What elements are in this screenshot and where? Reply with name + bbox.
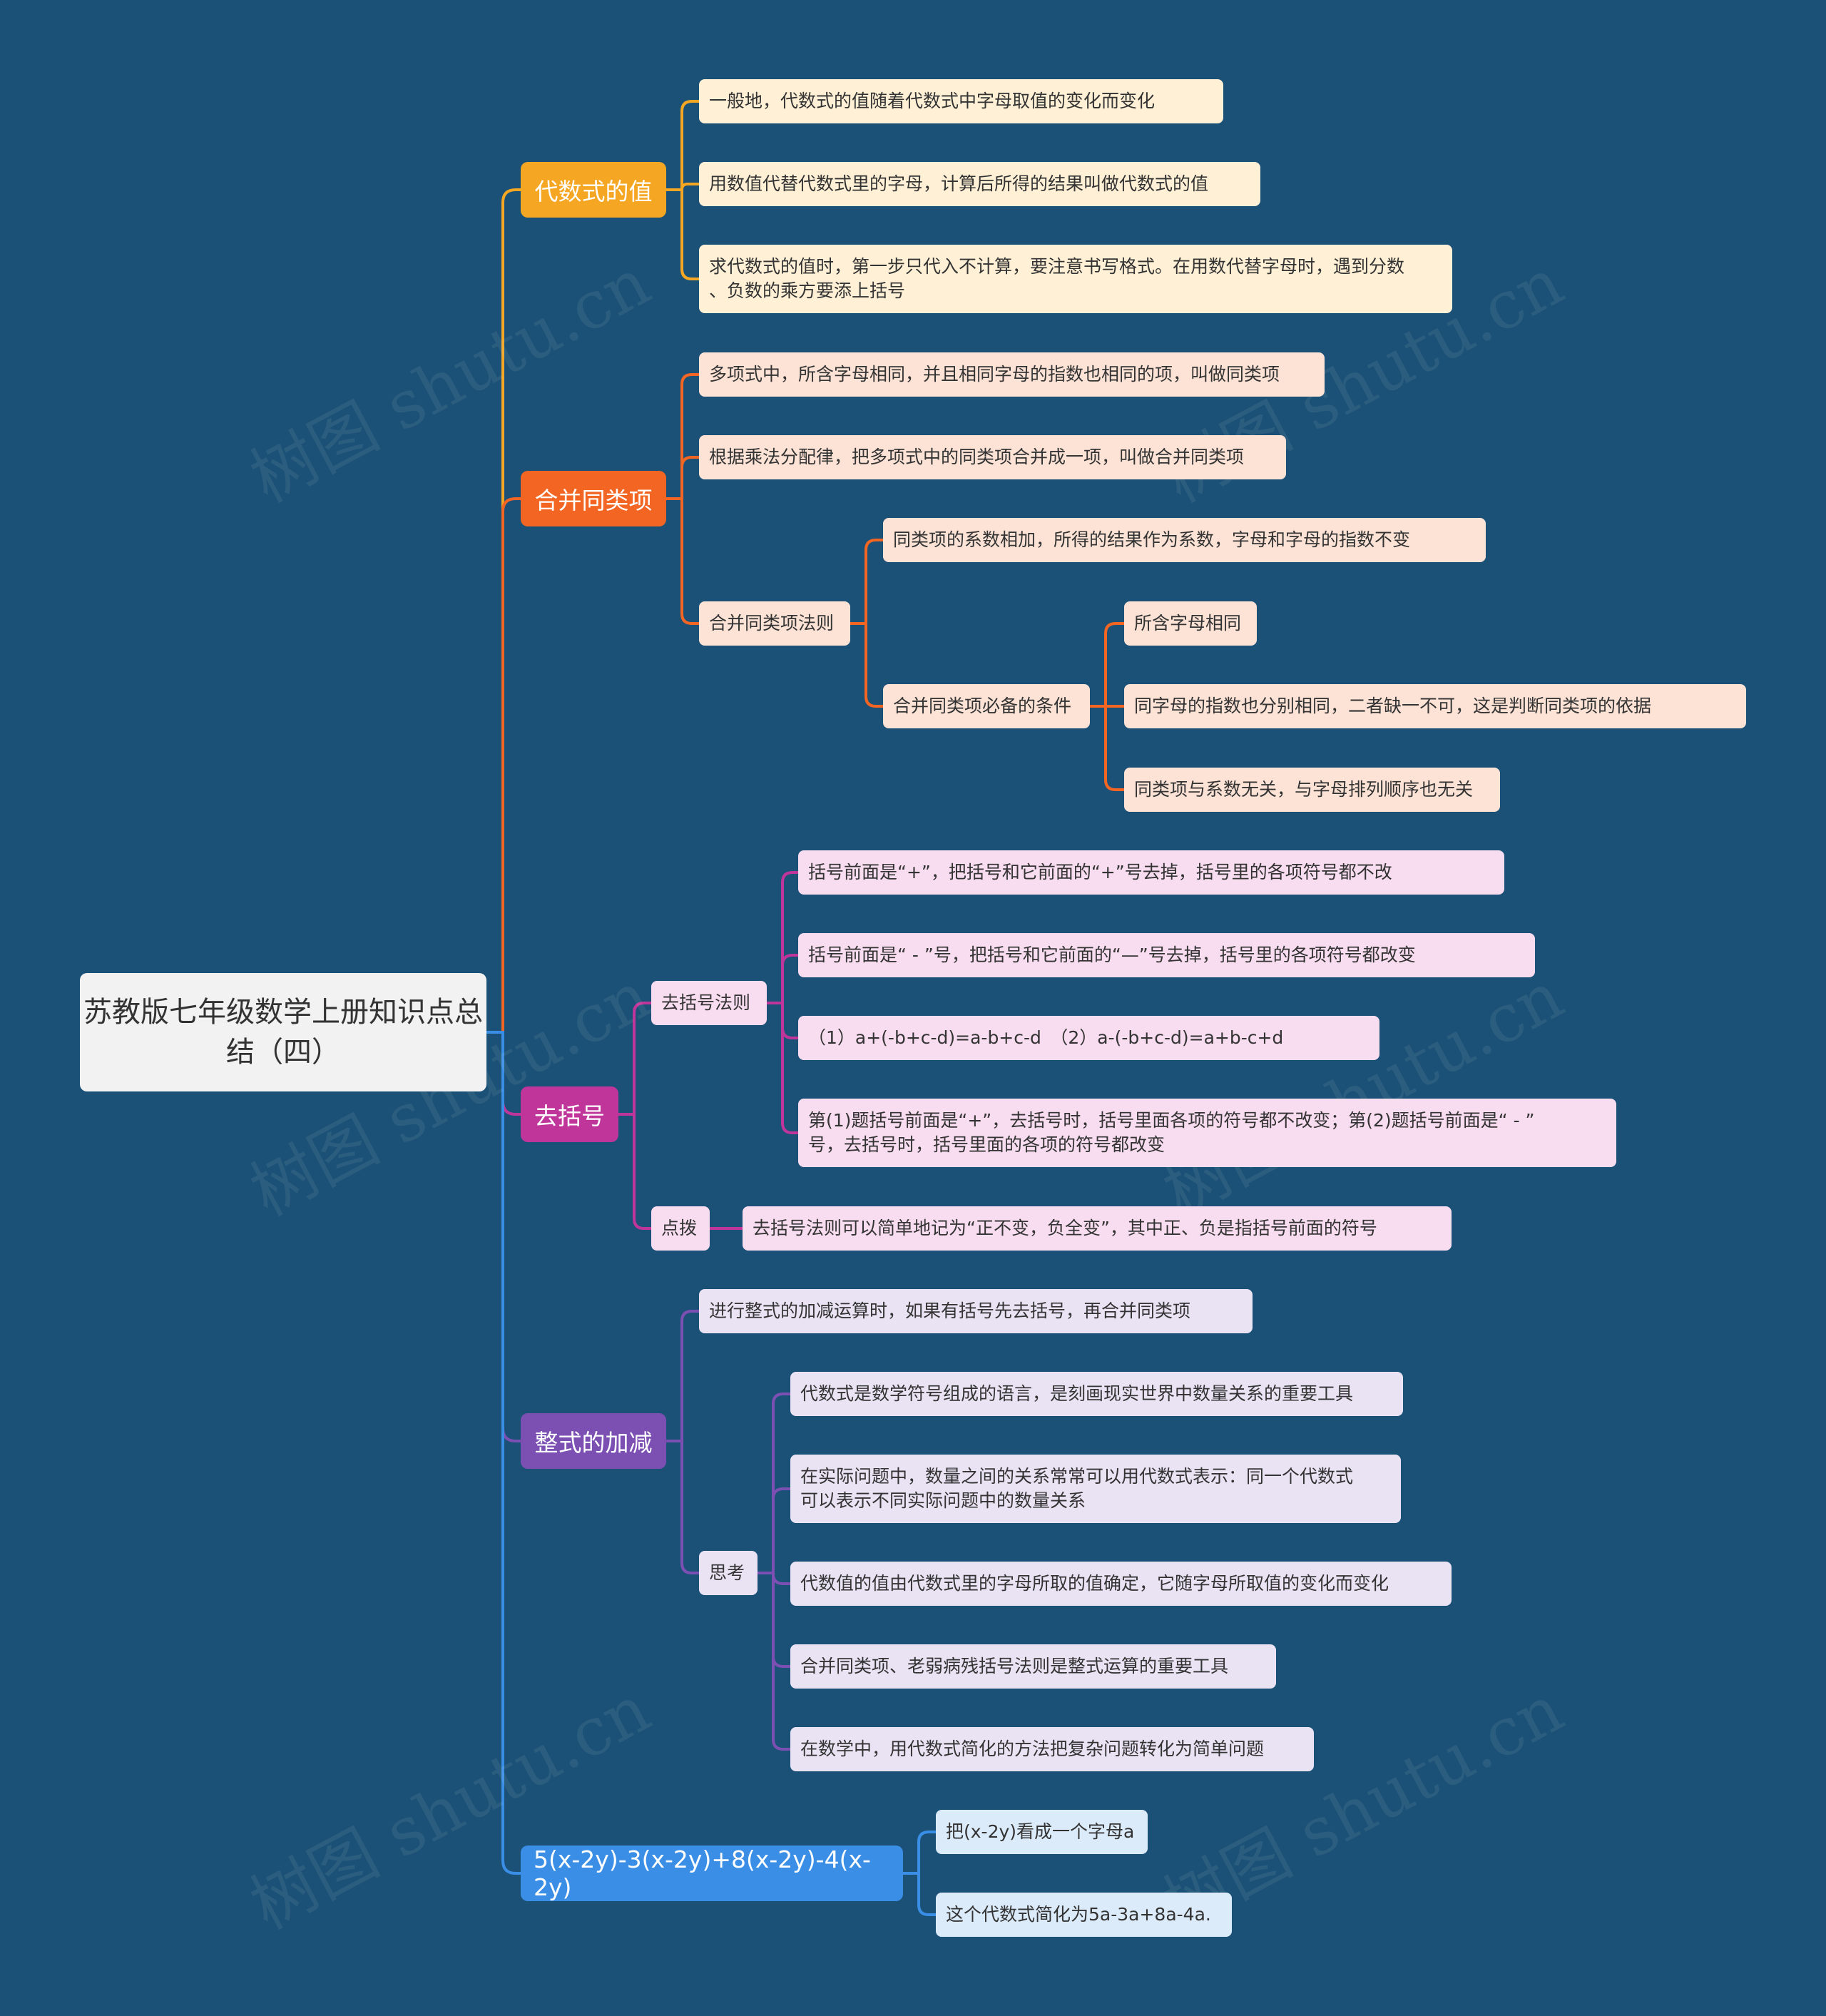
connector-line — [618, 1113, 651, 1230]
leaf-addsub-1[interactable]: 进行整式的加减运算时，如果有括号先去括号，再合并同类项 — [699, 1289, 1253, 1333]
leaf-think-5[interactable]: 在数学中，用代数式简化的方法把复杂问题转化为简单问题 — [790, 1727, 1314, 1771]
leaf-think-1[interactable]: 代数式是数学符号组成的语言，是刻画现实世界中数量关系的重要工具 — [790, 1372, 1403, 1416]
leaf-condition-2[interactable]: 同字母的指数也分别相同，二者缺一不可，这是判断同类项的依据 — [1124, 684, 1746, 728]
connector-line — [486, 188, 521, 1034]
node-bracket-rule[interactable]: 去括号法则 — [651, 981, 767, 1025]
connector-line — [1090, 622, 1124, 708]
leaf-combine-rule-1[interactable]: 同类项的系数相加，所得的结果作为系数，字母和字母的指数不变 — [883, 518, 1486, 562]
connector-line — [758, 1572, 790, 1751]
branch-algebraic-value[interactable]: 代数式的值 — [521, 162, 666, 218]
leaf-value-3[interactable]: 求代数式的值时，第一步只代入不计算，要注意书写格式。在用数代替字母时，遇到分数 … — [699, 245, 1452, 313]
connector-line — [850, 539, 883, 625]
leaf-example-2[interactable]: 这个代数式简化为5a-3a+8a-4a. — [936, 1893, 1232, 1937]
node-bracket-tip[interactable]: 点拨 — [651, 1206, 710, 1251]
root-topic[interactable]: 苏教版七年级数学上册知识点总结（四） — [80, 973, 486, 1091]
connector-line — [666, 1310, 699, 1442]
connector-line — [758, 1393, 790, 1574]
node-think[interactable]: 思考 — [699, 1551, 758, 1595]
leaf-combine-1[interactable]: 多项式中，所含字母相同，并且相同字母的指数也相同的项，叫做同类项 — [699, 352, 1325, 397]
leaf-think-4[interactable]: 合并同类项、老弱病残括号法则是整式运算的重要工具 — [790, 1644, 1276, 1689]
connector-line — [618, 1002, 651, 1116]
connector-line — [666, 497, 699, 625]
branch-remove-brackets[interactable]: 去括号 — [521, 1086, 618, 1142]
leaf-bracket-rule-3[interactable]: （1）a+(-b+c-d)=a-b+c-d （2）a-(-b+c-d)=a+b-… — [798, 1016, 1379, 1060]
connector-line — [850, 622, 883, 708]
connector-line — [1090, 705, 1124, 791]
leaf-condition-3[interactable]: 同类项与系数无关，与字母排列顺序也无关 — [1124, 768, 1500, 812]
leaf-think-3[interactable]: 代数值的值由代数式里的字母所取的值确定，它随字母所取值的变化而变化 — [790, 1562, 1452, 1606]
connector-line — [758, 1487, 790, 1574]
connector-line — [486, 497, 521, 1034]
connector-line — [767, 1002, 798, 1134]
branch-example-expression[interactable]: 5(x-2y)-3(x-2y)+8(x-2y)-4(x-2y) — [521, 1846, 903, 1901]
leaf-bracket-rule-4[interactable]: 第(1)题括号前面是“+”，去括号时，括号里面各项的符号都不改变；第(2)题括号… — [798, 1099, 1616, 1167]
connector-line — [666, 456, 699, 500]
connector-line — [903, 1831, 936, 1875]
connector-line — [767, 871, 798, 1004]
leaf-bracket-tip-1[interactable]: 去括号法则可以简单地记为“正不变，负全变”，其中正、负是指括号前面的符号 — [743, 1206, 1452, 1251]
connector-line — [666, 188, 699, 280]
leaf-value-2[interactable]: 用数值代替代数式里的字母，计算后所得的结果叫做代数式的值 — [699, 162, 1260, 206]
node-combine-conditions[interactable]: 合并同类项必备的条件 — [883, 684, 1090, 728]
leaf-bracket-rule-2[interactable]: 括号前面是“ - ”号，把括号和它前面的“—”号去掉，括号里的各项符号都改变 — [798, 933, 1535, 977]
leaf-bracket-rule-1[interactable]: 括号前面是“+”，把括号和它前面的“+”号去掉，括号里的各项符号都不改 — [798, 850, 1504, 895]
leaf-think-2[interactable]: 在实际问题中，数量之间的关系常常可以用代数式表示：同一个代数式 可以表示不同实际… — [790, 1455, 1401, 1523]
connector-line — [903, 1872, 936, 1916]
connector-line — [486, 1031, 521, 1875]
connector-line — [767, 954, 798, 1004]
leaf-value-1[interactable]: 一般地，代数式的值随着代数式中字母取值的变化而变化 — [699, 79, 1223, 123]
branch-polynomial-add-sub[interactable]: 整式的加减 — [521, 1413, 666, 1469]
connector-line — [666, 1440, 699, 1574]
leaf-combine-2[interactable]: 根据乘法分配律，把多项式中的同类项合并成一项，叫做合并同类项 — [699, 435, 1286, 479]
node-combine-rule[interactable]: 合并同类项法则 — [699, 601, 850, 646]
connector-line — [666, 373, 699, 500]
leaf-example-1[interactable]: 把(x-2y)看成一个字母a — [936, 1810, 1148, 1854]
branch-combine-like-terms[interactable]: 合并同类项 — [521, 471, 666, 526]
leaf-condition-1[interactable]: 所含字母相同 — [1124, 601, 1257, 646]
connector-line — [666, 100, 699, 191]
